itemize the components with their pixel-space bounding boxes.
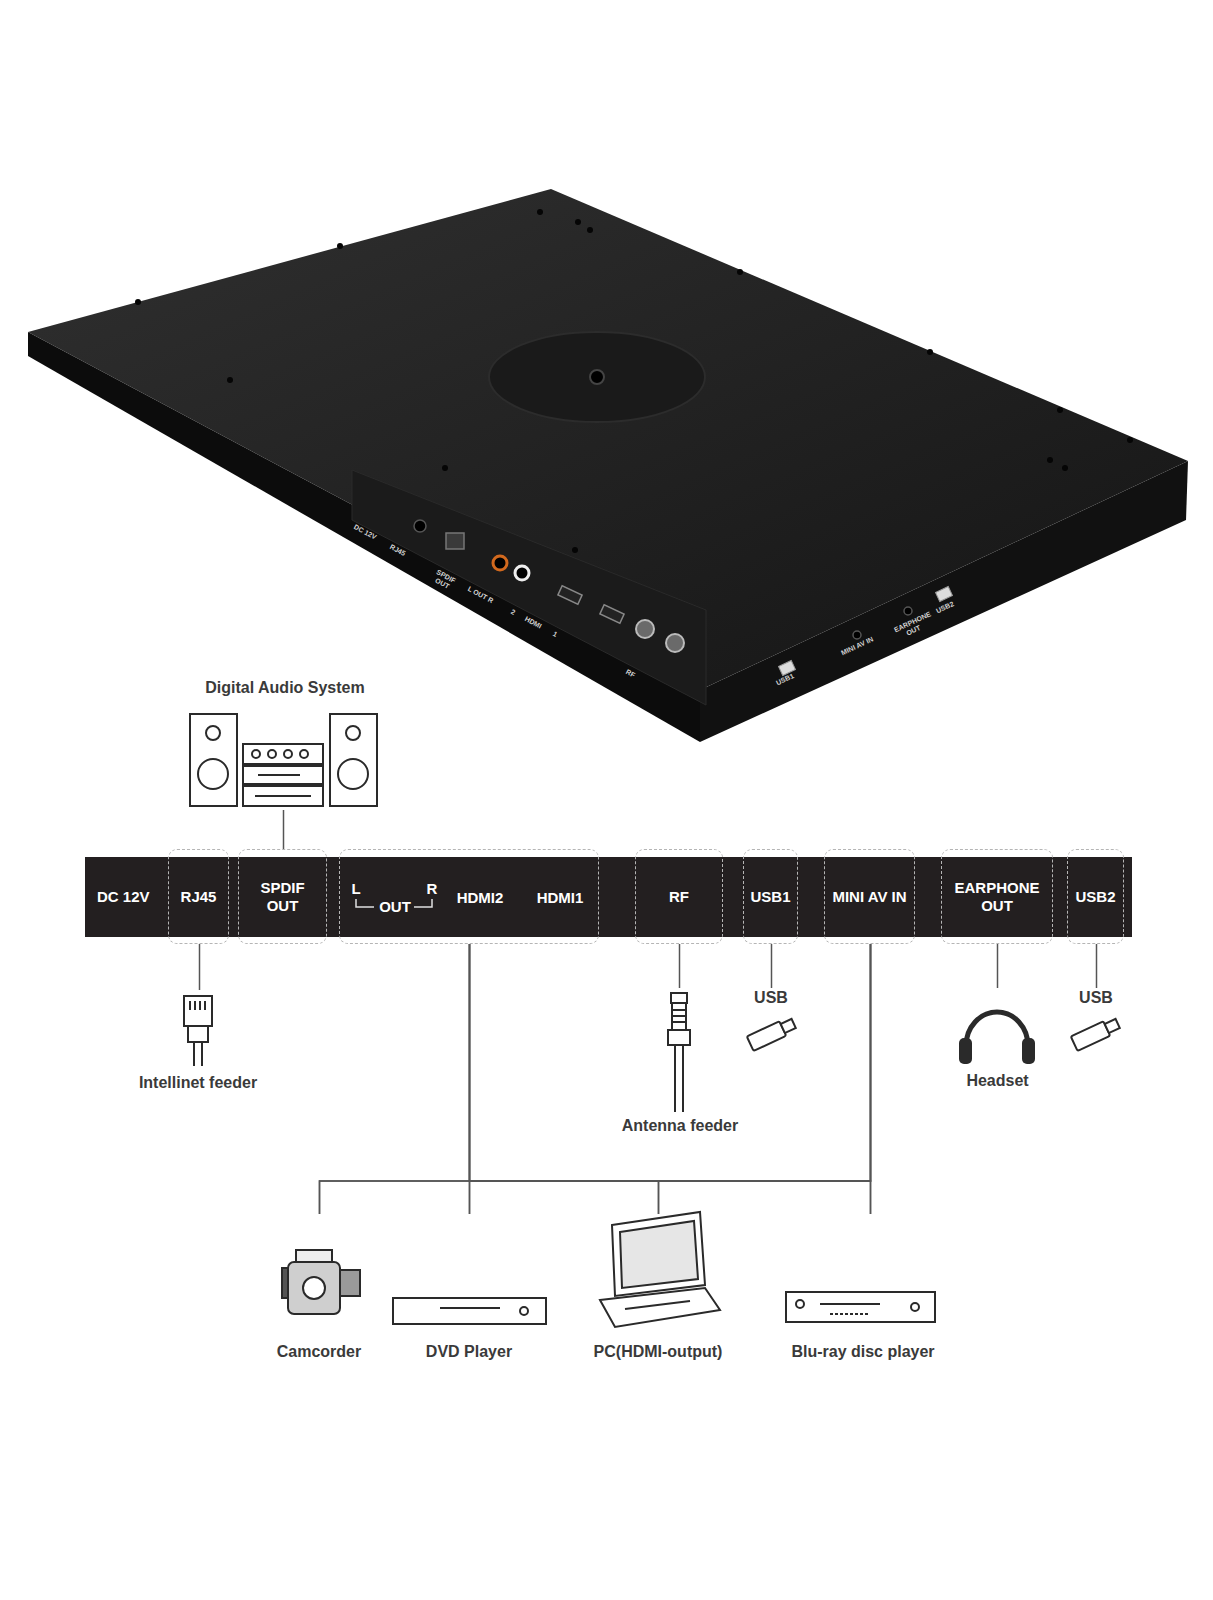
headset-icon (959, 1012, 1035, 1064)
device-node: Antenna feeder (600, 988, 760, 1138)
device-label: DVD Player (385, 1342, 553, 1362)
port-print: 2 (509, 608, 516, 617)
port-name: USB2 (1075, 888, 1115, 906)
port-name: RJ45 (181, 888, 217, 906)
device-node: USB (735, 988, 807, 1053)
device-label: Digital Audio System (180, 678, 390, 698)
port-print: USB2 (935, 600, 955, 615)
port-print: EARPHONE OUT (893, 613, 931, 642)
connector-line (997, 944, 999, 988)
port-cell: MINI AV IN (824, 849, 915, 944)
connector-line (1096, 944, 1098, 988)
port-print: RJ45 (388, 543, 407, 558)
device-node: PC(HDMI-output) (572, 1214, 744, 1364)
device-label: PC(HDMI-output) (572, 1342, 744, 1362)
port-cell: EARPHONE OUT (941, 849, 1053, 944)
port-name: HDMI2 (457, 889, 504, 907)
connector-line (870, 944, 872, 1214)
connector-line (199, 944, 201, 990)
port-print: RF (624, 668, 636, 679)
port-group: L OUT R HDMI2 HDMI1 (339, 849, 599, 944)
device-label: Antenna feeder (600, 1116, 760, 1136)
device-label: USB (735, 988, 807, 1008)
connector-line (320, 944, 871, 1214)
port-name: DC 12V (97, 888, 150, 906)
port-cell: SPDIF OUT (238, 849, 327, 944)
port-name: L (351, 880, 360, 898)
usb-stick-icon (747, 1016, 797, 1051)
bluray-player-icon (786, 1292, 935, 1322)
device-node: Camcorder (258, 1214, 380, 1364)
connector-line (771, 944, 773, 988)
connector-line (470, 944, 659, 1214)
device-node: Digital Audio System (180, 678, 390, 810)
port-print: 1 (551, 630, 558, 639)
connector-line (679, 944, 681, 988)
mount-hole (590, 370, 604, 384)
connector-line (470, 944, 871, 1214)
port-name: USB1 (750, 888, 790, 906)
connector-line (320, 944, 470, 1214)
device-label: Intellinet feeder (115, 1073, 281, 1093)
device-label: USB (1060, 988, 1132, 1008)
port-recess (352, 470, 706, 705)
laptop-icon (600, 1212, 720, 1327)
port-name: RF (669, 888, 689, 906)
device-label: Camcorder (258, 1342, 380, 1362)
connector-line (283, 810, 285, 849)
port-name: OUT (379, 898, 411, 916)
connector-line (659, 944, 871, 1214)
port-name: MINI AV IN (832, 888, 906, 906)
device-node: Headset (930, 988, 1065, 1093)
mount-disc (489, 332, 705, 422)
port-cell: RJ45 (168, 849, 229, 944)
audio-system-icon (190, 714, 377, 806)
device-body (28, 189, 1188, 742)
device-node: DVD Player (385, 1214, 553, 1364)
rear-ports (414, 520, 684, 652)
port-cell: RF (635, 849, 723, 944)
rj45-plug-icon (184, 996, 212, 1066)
device-label: Blu-ray disc player (768, 1342, 958, 1362)
usb-stick-icon (1071, 1016, 1121, 1051)
connector-line (470, 944, 871, 1214)
port-print: USB1 (775, 672, 795, 687)
port-name: R (427, 880, 438, 898)
port-name: HDMI1 (537, 889, 584, 907)
device-label: Headset (930, 1071, 1065, 1091)
screws (135, 209, 1133, 553)
port-print: SPDIF OUT (430, 568, 457, 592)
device-side (700, 461, 1188, 742)
port-name: EARPHONE OUT (949, 879, 1045, 915)
dvd-player-icon (393, 1298, 546, 1324)
side-ports (779, 587, 953, 676)
port-cell: USB2 (1067, 849, 1124, 944)
device-node: USB (1060, 988, 1132, 1053)
camcorder-icon (282, 1250, 360, 1314)
device-node: Intellinet feeder (115, 990, 281, 1095)
antenna-plug-icon (668, 993, 690, 1112)
port-band: DC 12V RJ45 SPDIF OUT L OUT R HDMI2 HDMI1 RF USB1… (85, 857, 1132, 937)
port-cell: USB1 (743, 849, 798, 944)
port-name: SPDIF OUT (252, 879, 314, 915)
port-print: L OUT R (466, 585, 494, 605)
port-print: DC 12V (352, 523, 377, 542)
device-node: Blu-ray disc player (768, 1214, 958, 1364)
port-print: MINI AV IN (840, 635, 875, 657)
port-print: HDMI (523, 615, 543, 630)
